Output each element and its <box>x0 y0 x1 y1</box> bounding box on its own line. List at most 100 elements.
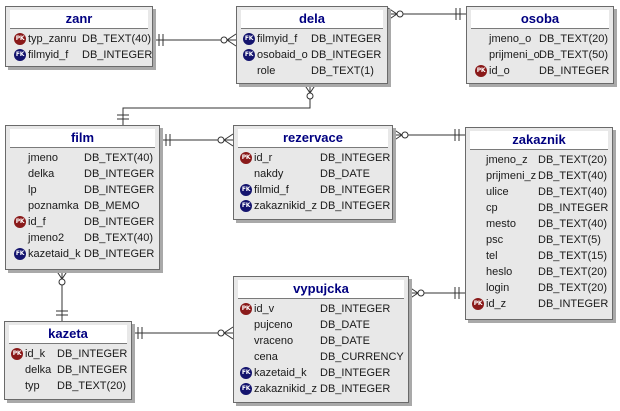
attribute-type: DB_INTEGER <box>320 152 391 164</box>
attribute-type: DB_INTEGER <box>57 348 128 360</box>
attribute-type: DB_INTEGER <box>84 216 155 228</box>
foreign-key-icon: FK <box>14 49 26 61</box>
attribute-name: typ_zanru <box>28 33 77 45</box>
relationship-film-rezervace[interactable] <box>160 133 234 147</box>
attribute-row[interactable]: cena DB_CURRENCY <box>234 349 408 365</box>
entity-title: zakaznik <box>470 131 608 150</box>
attribute-type: DB_INTEGER <box>538 298 609 310</box>
attribute-name: role <box>257 65 276 77</box>
attribute-type: DB_TEXT(40) <box>82 33 152 45</box>
attribute-name: tel <box>486 250 498 262</box>
relationship-film-kazeta[interactable] <box>55 269 69 321</box>
relationship-zanr-dela[interactable] <box>153 33 237 47</box>
attribute-name: psc <box>486 234 504 246</box>
attribute-name: filmyid_f <box>257 33 298 45</box>
attribute-type: DB_TEXT(40) <box>538 218 608 230</box>
primary-key-icon: PK <box>14 216 26 228</box>
attribute-name: heslo <box>486 266 513 278</box>
relationship-dela-osoba[interactable] <box>387 7 466 21</box>
relationship-kazeta-vypujcka[interactable] <box>132 326 234 340</box>
attribute-name: zakaznikid_z <box>254 200 317 212</box>
attribute-name: prijmeni_o <box>489 49 540 61</box>
attribute-type: DB_CURRENCY <box>320 351 404 363</box>
attribute-type: DB_TEXT(40) <box>538 170 608 182</box>
relationship-vypujcka-zakaznik[interactable] <box>408 286 465 300</box>
attribute-row[interactable]: delka DB_INTEGER <box>6 166 159 182</box>
primary-key-icon: PK <box>240 152 252 164</box>
attribute-name: jmeno2 <box>28 232 65 244</box>
primary-key-icon: PK <box>472 298 484 310</box>
attribute-type: DB_MEMO <box>84 200 140 212</box>
relationship-rezervace-zakaznik[interactable] <box>392 128 465 142</box>
entity-title: dela <box>241 10 383 29</box>
attribute-type: DB_TEXT(40) <box>84 152 154 164</box>
attribute-name: delka <box>28 168 55 180</box>
attribute-name: id_k <box>25 348 46 360</box>
attribute-name: kazetaid_k <box>254 367 307 379</box>
primary-key-icon: PK <box>11 348 23 360</box>
attribute-type: DB_TEXT(50) <box>539 49 609 61</box>
foreign-key-icon: FK <box>240 367 252 379</box>
attribute-name: cena <box>254 351 278 363</box>
attribute-name: filmid_f <box>254 184 289 196</box>
attribute-type: DB_INTEGER <box>538 202 609 214</box>
attribute-type: DB_TEXT(20) <box>538 154 608 166</box>
attribute-type: DB_INTEGER <box>84 168 155 180</box>
attribute-type: DB_TEXT(5) <box>538 234 601 246</box>
attribute-type: DB_TEXT(20) <box>57 380 127 392</box>
attribute-type: DB_DATE <box>320 319 370 331</box>
attribute-row[interactable]: jmeno DB_TEXT(40) <box>6 150 159 166</box>
relationship-film-dela[interactable] <box>117 83 317 125</box>
attribute-name: jmeno <box>28 152 58 164</box>
attribute-name: ulice <box>486 186 509 198</box>
attribute-type: DB_INTEGER <box>82 49 153 61</box>
attribute-row[interactable]: psc DB_TEXT(5) <box>466 232 612 248</box>
